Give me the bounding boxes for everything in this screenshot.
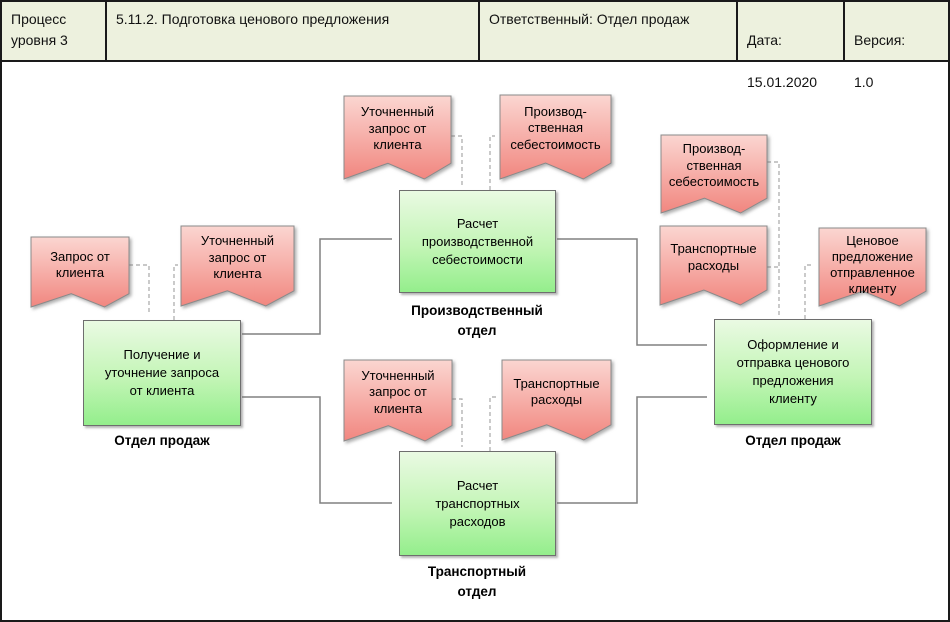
document-label: Уточненный запрос от клиента bbox=[361, 367, 435, 416]
document-label: Запрос от клиента bbox=[50, 248, 110, 281]
document-label: Производ- ственная себестоимость bbox=[668, 141, 760, 190]
version-value: 1.0 bbox=[854, 74, 874, 90]
process-label: Оформление и отправка ценового предложен… bbox=[736, 337, 850, 406]
document-label: Транспортные расходы bbox=[513, 375, 600, 408]
document-label: Производ- ственная себестоимость bbox=[510, 103, 601, 152]
document-label: Ценовое предложение отправленное клиенту bbox=[830, 232, 915, 296]
document-refined-request-1[interactable]: Уточненный запрос от клиента bbox=[181, 226, 294, 306]
document-transport-costs-1[interactable]: Транспортные расходы bbox=[502, 360, 611, 440]
version-cell: Версия: 1.0 bbox=[845, 2, 948, 90]
responsible-cell: Ответственный: Отдел продаж bbox=[480, 2, 738, 60]
connector-production-out-cost bbox=[489, 135, 495, 190]
process-send-price-quote[interactable]: Оформление и отправка ценового предложен… bbox=[714, 319, 872, 425]
connector-refined-into-transport bbox=[452, 398, 463, 447]
document-transport-costs-2[interactable]: Транспортные расходы bbox=[660, 226, 767, 305]
connector-transport-out-costs bbox=[489, 396, 496, 451]
date-value: 15.01.2020 bbox=[747, 74, 818, 90]
process-level-cell: Процесс уровня 3 bbox=[2, 2, 107, 60]
process-receive-refine-request[interactable]: Получение и уточнение запроса от клиента bbox=[83, 320, 241, 426]
document-refined-request-3[interactable]: Уточненный запрос от клиента bbox=[344, 360, 452, 441]
document-label: Уточненный запрос от клиента bbox=[200, 233, 275, 282]
document-request-from-client[interactable]: Запрос от клиента bbox=[31, 237, 129, 307]
process-label: Расчет транспортных расходов bbox=[435, 477, 520, 529]
department-label-sales-1: Отдел продаж bbox=[114, 433, 210, 448]
date-cell: Дата: 15.01.2020 bbox=[738, 2, 845, 90]
connector-prodcost-into-offer bbox=[767, 161, 780, 315]
connector-refined-into-production bbox=[451, 135, 463, 186]
department-label-production: Производственный отдел bbox=[411, 303, 543, 338]
document-label: Уточненный запрос от клиента bbox=[360, 104, 435, 153]
department-label-sales-2: Отдел продаж bbox=[745, 433, 841, 448]
version-label: Версия: bbox=[854, 32, 906, 48]
document-refined-request-2[interactable]: Уточненный запрос от клиента bbox=[344, 96, 451, 179]
document-production-cost-2[interactable]: Производ- ственная себестоимость bbox=[661, 135, 767, 213]
process-calc-transport-costs[interactable]: Расчет транспортных расходов bbox=[399, 451, 556, 556]
document-price-quote-sent[interactable]: Ценовое предложение отправленное клиенту bbox=[819, 228, 926, 306]
process-label: Расчет производственной себестоимости bbox=[421, 215, 534, 267]
title-bar: Процесс уровня 3 5.11.2. Подготовка цено… bbox=[2, 2, 948, 90]
connector-offer-out-quote bbox=[804, 264, 813, 319]
process-label: Получение и уточнение запроса от клиента bbox=[104, 347, 220, 398]
process-title-cell: 5.11.2. Подготовка ценового предложения bbox=[107, 2, 480, 60]
document-production-cost-1[interactable]: Производ- ственная себестоимость bbox=[500, 95, 611, 179]
process-calc-production-cost[interactable]: Расчет производственной себестоимости bbox=[399, 190, 556, 293]
connector-get-out-refined bbox=[173, 264, 178, 320]
connector-request-into-get bbox=[129, 264, 150, 312]
document-label: Транспортные расходы bbox=[670, 241, 757, 273]
department-label-transport: Транспортный отдел bbox=[427, 564, 527, 599]
date-label: Дата: bbox=[747, 32, 782, 48]
